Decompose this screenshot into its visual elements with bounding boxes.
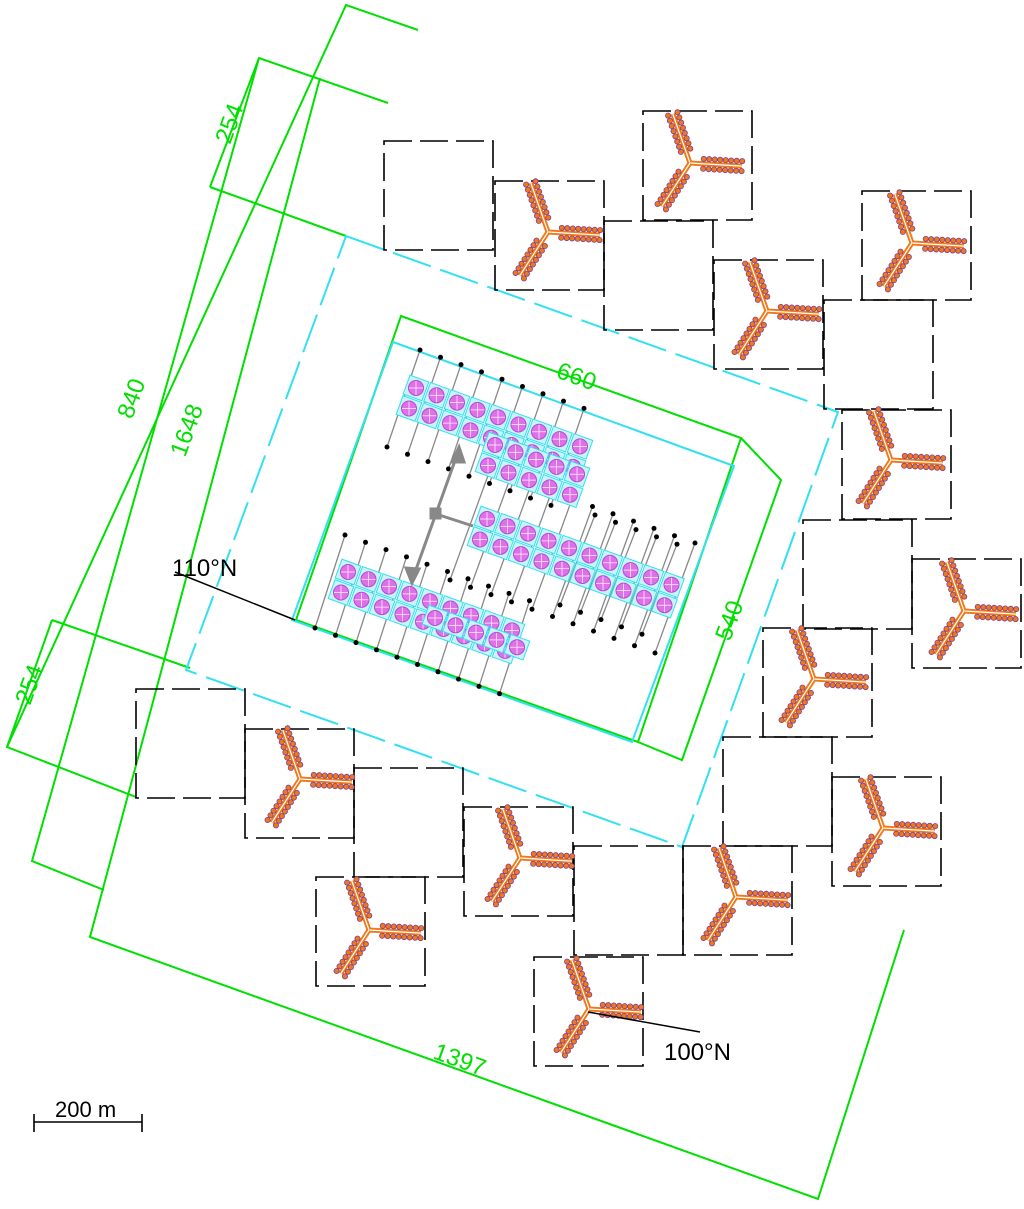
grid-cell [642,110,753,221]
grid-cell [722,736,833,847]
tri-arm-array-icon [484,804,576,908]
scale-bar [33,1114,143,1132]
inner-boundary-540 [637,437,783,762]
grid-cell [383,140,494,251]
angle-line-right [587,1011,701,1033]
tri-arm-array-icon [512,178,604,282]
boundary-cross-top [209,186,347,237]
angle-label-100: 100°N [664,1039,731,1066]
dim-label-660: 660 [553,357,600,396]
angle-lines [174,571,701,1033]
grid-cell [603,220,714,331]
tri-arm-array-icon [264,725,356,829]
grid-cell [353,767,464,878]
water-tanks [327,374,685,665]
tri-arm-array-icon [778,625,870,729]
outer-boundary-left [5,3,419,798]
grid-cell [802,519,913,630]
grid-cell [135,688,246,799]
grid-cell [713,259,824,370]
grid-cell [573,845,684,956]
tri-arm-array-icon [847,774,939,878]
dim-label-1397: 1397 [430,1038,489,1082]
grid-cells [135,110,1022,1067]
hall-dashed-outline [184,234,840,849]
double-arrow-icon [403,442,474,587]
detector-arrays [264,109,1020,1059]
site-boundary-lines [5,3,905,1201]
grid-cell [463,806,574,917]
angle-label-110: 110°N [172,555,237,582]
grid-cell [823,299,934,410]
grid-cell [315,876,426,987]
inner-boundary-660 [294,314,743,744]
angle-line-left [174,571,296,621]
boundary-main-frame [30,57,260,891]
tank-block [421,604,531,661]
hall-inner-solid [290,340,736,744]
scale-bar-label: 200 m [55,1097,116,1122]
grid-cell [841,409,952,520]
tri-arm-array-icon [928,557,1020,661]
tri-arm-array-icon [553,955,645,1059]
boundary-mid-1 [6,619,53,748]
dim-label-540: 540 [710,597,749,644]
tri-arm-array-icon [855,406,947,510]
tri-arm-array-icon [731,257,823,361]
grid-cell [533,956,644,1067]
tri-arm-array-icon [876,189,968,293]
dim-label-840: 840 [112,375,151,422]
grid-cell [831,776,942,887]
dim-label-254-top: 254 [210,100,249,147]
experimental-hall-outline [184,234,840,849]
dim-label-1648: 1648 [165,401,209,460]
tri-arm-array-icon [700,843,792,947]
grid-cell [911,558,1022,669]
tri-arm-array-icon [333,876,425,980]
tri-arm-array-icon [654,109,746,213]
boundary-lower-frame [88,77,905,1201]
tank-block [474,431,591,509]
tank-block [466,505,685,619]
boundary-cross-bottom [51,619,191,669]
